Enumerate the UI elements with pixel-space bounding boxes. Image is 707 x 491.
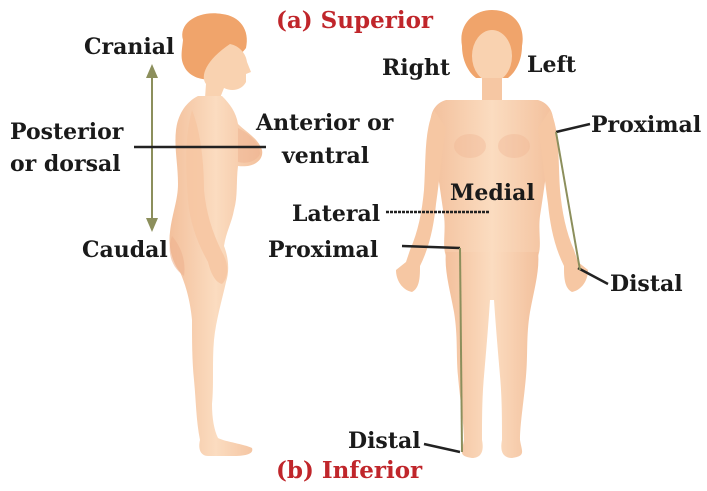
left-label: Left — [527, 52, 576, 78]
caudal-label: Caudal — [82, 237, 168, 263]
dorsal-label: or dorsal — [10, 151, 121, 177]
front-torso — [431, 100, 554, 256]
right-label: Right — [382, 55, 450, 81]
front-chest-shade-r — [454, 134, 486, 158]
front-arm-right — [396, 110, 446, 292]
cranial-label: Cranial — [84, 34, 174, 60]
posterior-label: Posterior — [10, 119, 123, 145]
lateral-label: Lateral — [292, 201, 380, 227]
distal-leg-label: Distal — [348, 428, 421, 454]
front-neck — [482, 78, 502, 100]
anterior-label: Anterior or — [256, 110, 393, 136]
superior-title: (a) Superior — [276, 8, 433, 34]
front-arm-left — [538, 110, 588, 292]
front-face — [472, 30, 512, 82]
proximal-arm-label: Proximal — [591, 112, 701, 138]
front-chest-shade-l — [498, 134, 530, 158]
inferior-title: (b) Inferior — [276, 458, 422, 484]
distal-arm-label: Distal — [610, 271, 683, 297]
proximal-leg-label: Proximal — [268, 237, 378, 263]
medial-label: Medial — [450, 180, 535, 206]
ventral-label: ventral — [282, 143, 369, 169]
side-view-figure — [169, 13, 262, 456]
